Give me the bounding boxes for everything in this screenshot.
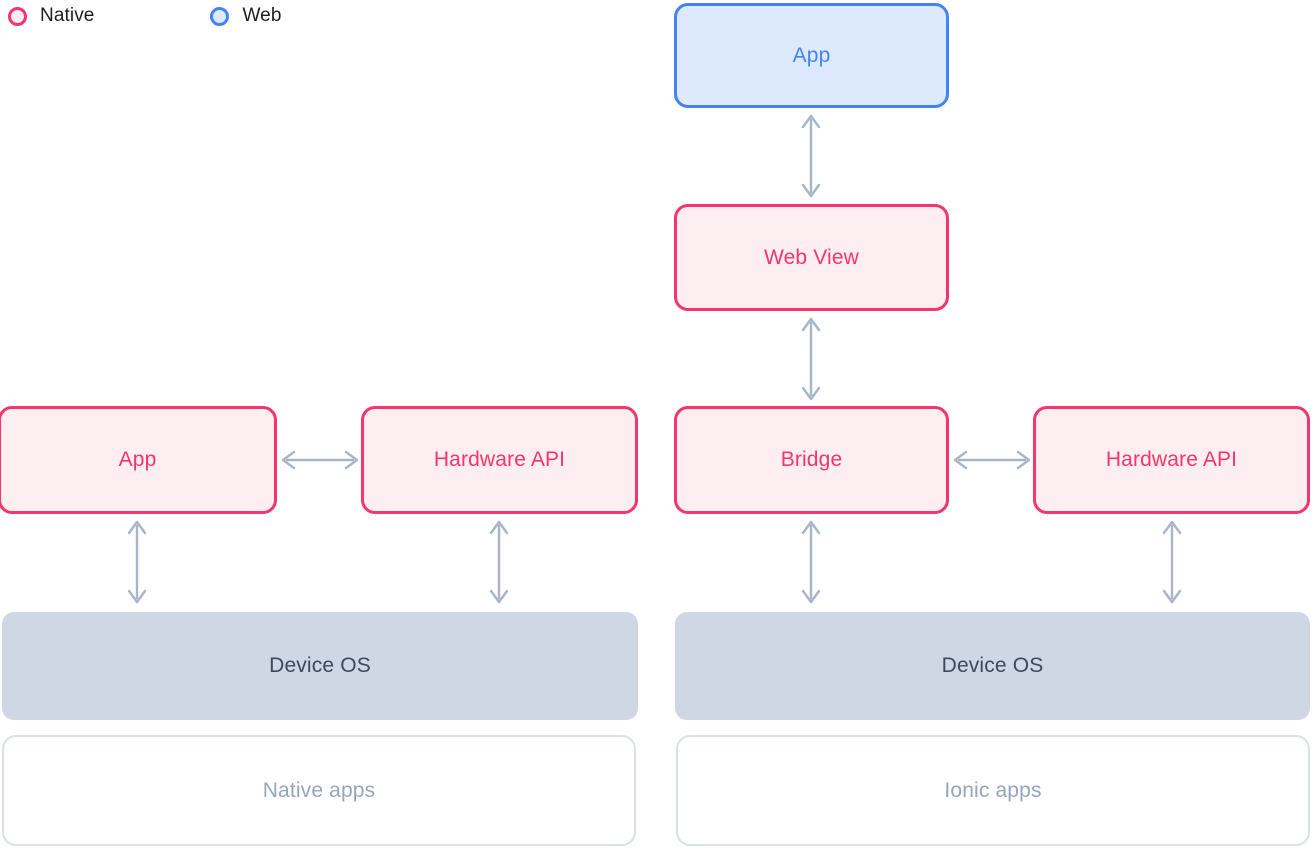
arrow-native-hardware-api-to-device-os — [484, 516, 514, 608]
arrow-bridge-to-hardware-api — [951, 445, 1033, 475]
node-ionic-device-os[interactable]: Device OS — [675, 612, 1310, 720]
node-label-bridge: Bridge — [780, 448, 843, 471]
node-label-web-view: Web View — [764, 245, 859, 269]
node-native-app[interactable]: App — [0, 406, 277, 514]
node-label-ionic-app: App — [792, 43, 831, 67]
web-circle-icon — [210, 6, 230, 26]
legend-item-web: Web — [210, 5, 281, 27]
node-native-device-os[interactable]: Device OS — [2, 612, 638, 720]
group-ionic-apps: Ionic apps — [676, 735, 1310, 846]
legend-label-native: Native — [40, 5, 95, 26]
node-ionic-hardware-api[interactable]: Hardware API — [1033, 406, 1310, 514]
node-label-ionic-device-os: Device OS — [941, 654, 1044, 677]
node-label-native-hardware-api: Hardware API — [433, 448, 566, 471]
group-label-native-apps: Native apps — [262, 778, 376, 802]
arrow-app-to-webview — [796, 110, 826, 202]
arrow-native-app-to-hardware-api — [279, 445, 361, 475]
node-label-native-app: App — [118, 448, 157, 471]
node-ionic-app[interactable]: App — [674, 3, 949, 108]
group-label-ionic-apps: Ionic apps — [944, 778, 1042, 802]
legend: Native Web — [8, 3, 282, 29]
node-bridge[interactable]: Bridge — [674, 406, 949, 514]
arrow-webview-to-bridge — [796, 313, 826, 405]
legend-label-web: Web — [242, 5, 282, 26]
native-circle-icon — [8, 6, 27, 26]
arrow-bridge-to-device-os — [796, 516, 826, 608]
group-native-apps: Native apps — [2, 735, 636, 846]
node-native-hardware-api[interactable]: Hardware API — [361, 406, 638, 514]
legend-item-native: Native — [8, 5, 94, 27]
node-label-ionic-hardware-api: Hardware API — [1105, 448, 1238, 471]
arrow-ionic-hardware-api-to-device-os — [1157, 516, 1187, 608]
node-label-native-device-os: Device OS — [269, 654, 371, 677]
arrow-native-app-to-device-os — [122, 516, 152, 608]
node-web-view[interactable]: Web View — [674, 204, 949, 311]
